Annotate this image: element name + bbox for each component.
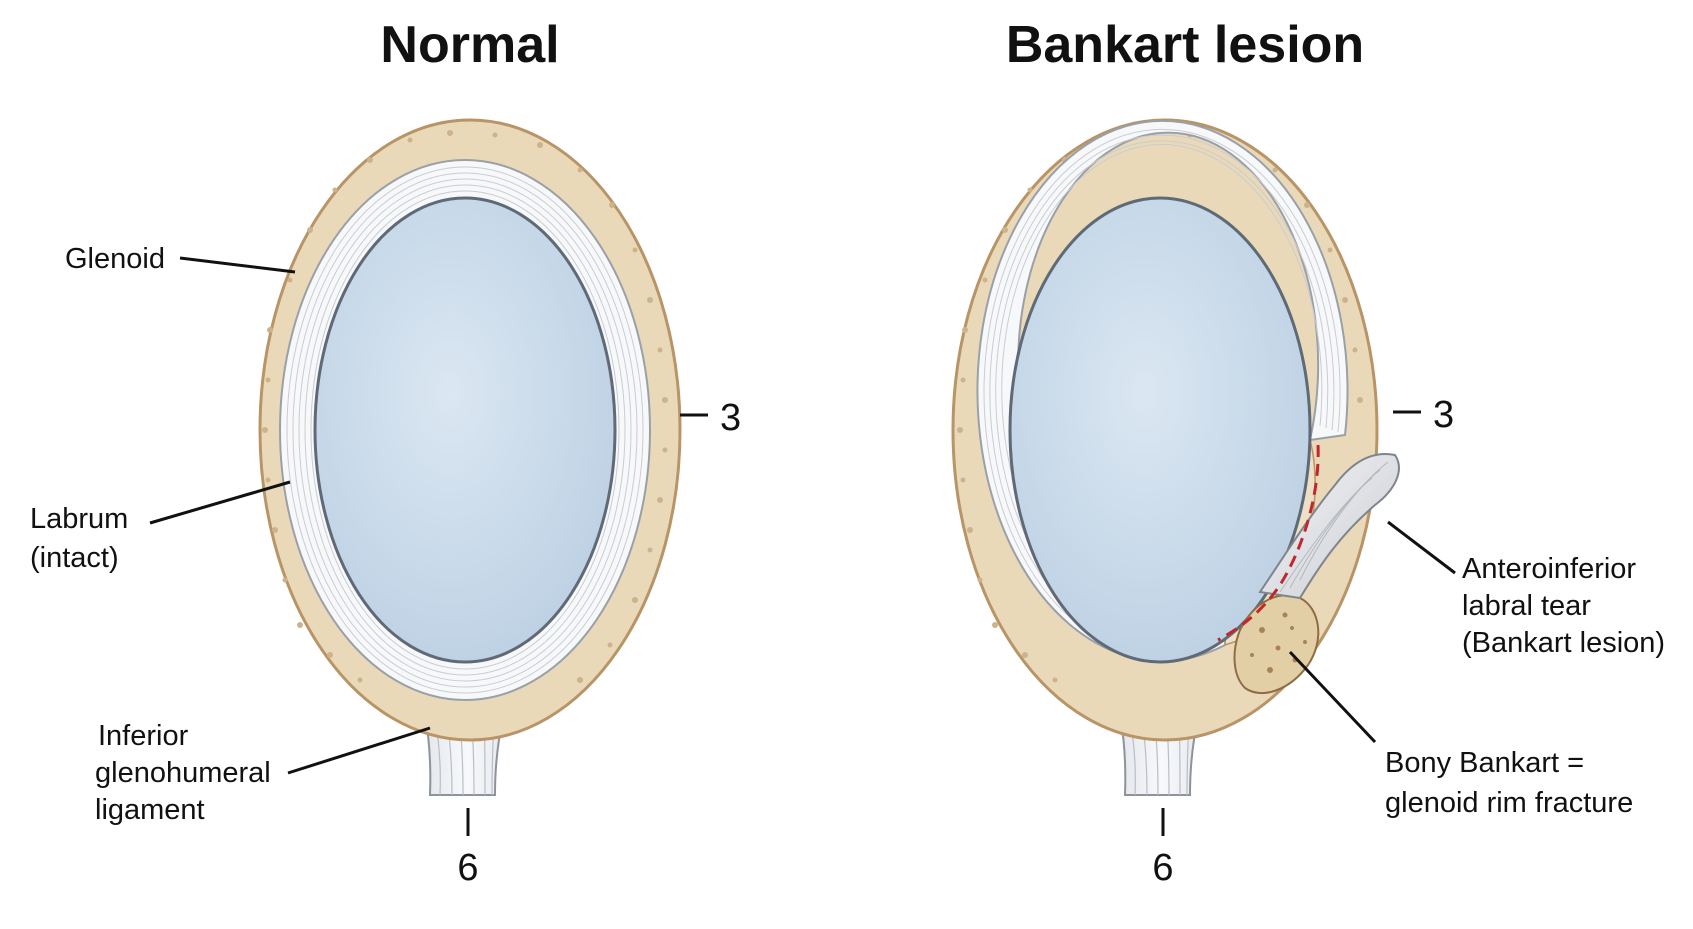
- bony-label-line2: glenoid rim fracture: [1385, 787, 1633, 819]
- clock-6-label: 6: [457, 847, 478, 889]
- bone-speckles: [262, 130, 668, 683]
- bankart-articular-cartilage: [1008, 196, 1312, 664]
- normal-title: Normal: [380, 16, 559, 74]
- bankart-labrum: [976, 119, 1349, 662]
- bankart-panel: Bankart lesion: [951, 16, 1665, 889]
- bankart-title: Bankart lesion: [1006, 16, 1364, 74]
- flap-fibers: [1279, 461, 1389, 593]
- bony-leader: [1288, 650, 1377, 744]
- tear-leader: [1387, 520, 1456, 575]
- glenoid-label: Glenoid: [65, 243, 165, 275]
- glenoid-leader: [179, 256, 296, 274]
- ighl-label-line3: ligament: [95, 794, 205, 826]
- bony-label-line1: Bony Bankart =: [1385, 747, 1584, 779]
- ighl-leader: [287, 726, 431, 775]
- labrum-label-line2: (intact): [30, 542, 119, 574]
- ighl-label-line2: glenohumeral: [95, 757, 271, 789]
- tear-label-line3: (Bankart lesion): [1462, 627, 1665, 659]
- tear-label-line1: Anteroinferior: [1462, 553, 1636, 585]
- tear-line: [1217, 444, 1320, 642]
- labrum-fibers: [286, 166, 644, 694]
- bankart-clock-6-label: 6: [1152, 847, 1173, 889]
- bankart-clock-3-label: 3: [1433, 394, 1454, 436]
- clock-3-label: 3: [720, 397, 741, 439]
- tear-label-line2: labral tear: [1462, 590, 1591, 622]
- articular-cartilage: [313, 196, 617, 664]
- labrum-label-line1: Labrum: [30, 503, 128, 535]
- normal-panel: Normal: [30, 16, 741, 889]
- labrum-leader: [149, 480, 291, 525]
- ighl-label-line1: Inferior: [98, 720, 189, 752]
